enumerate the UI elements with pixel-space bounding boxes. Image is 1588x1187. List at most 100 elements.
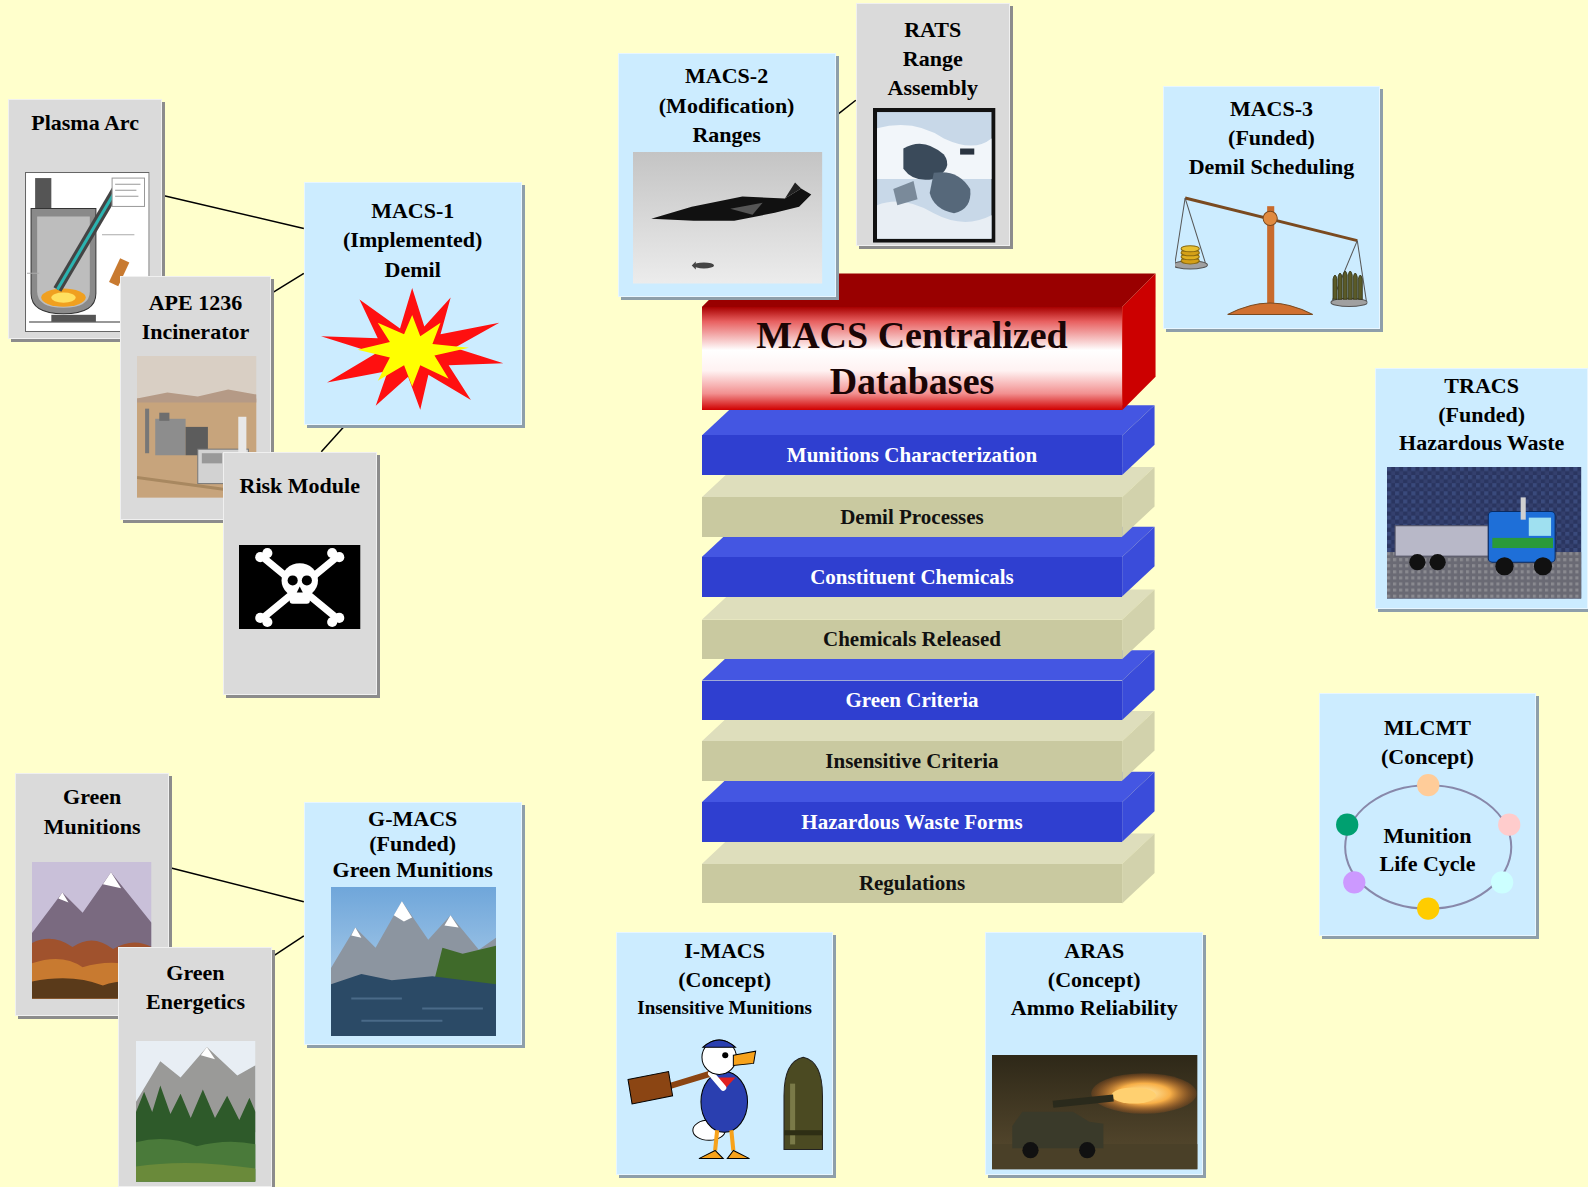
module-box: MACS-2 (Modification) Ranges bbox=[618, 53, 836, 297]
illustration-picture bbox=[331, 887, 496, 1036]
illustration-picture bbox=[136, 1041, 256, 1182]
band-faces bbox=[702, 527, 1155, 597]
illustration bbox=[1175, 192, 1367, 317]
node-label: Plasma Arc bbox=[9, 108, 161, 137]
node-label: Constituent Chemicals bbox=[806, 565, 1018, 589]
text-line: Hazardous Waste bbox=[1380, 429, 1583, 457]
node-label: ARAS (Concept) Ammo Reliability bbox=[986, 937, 1202, 1022]
illustration-picture bbox=[321, 288, 503, 410]
illustration-picture bbox=[633, 152, 822, 284]
node-label: Green Munitions bbox=[16, 782, 168, 841]
node-label: I-MACS (Concept) Insensitive Munitions bbox=[617, 937, 833, 1022]
illustration-picture bbox=[628, 1040, 822, 1158]
text-line: Databases bbox=[756, 359, 1067, 405]
text-line: MLCMT bbox=[1324, 713, 1532, 742]
text-line: Hazardous Waste Forms bbox=[801, 810, 1022, 834]
illustration bbox=[136, 1041, 256, 1182]
band-faces bbox=[702, 772, 1155, 842]
text-line: Ranges bbox=[623, 120, 831, 149]
illustration-picture bbox=[1173, 198, 1367, 314]
text-line: (Funded) bbox=[1380, 401, 1583, 429]
node-label: APE 1236 Incinerator bbox=[121, 288, 271, 347]
text-line: MACS Centralized bbox=[756, 313, 1067, 359]
band-faces bbox=[702, 711, 1155, 781]
node-label: Hazardous Waste Forms bbox=[797, 810, 1026, 834]
text-line: Green bbox=[123, 958, 267, 987]
node-label: Green Energetics bbox=[119, 958, 271, 1017]
module-box: I-MACS (Concept) Insensitive Munitions bbox=[616, 932, 834, 1175]
band-faces bbox=[702, 589, 1155, 659]
database-header: MACS Centralized Databases bbox=[702, 307, 1122, 410]
node-sublabel: Munition Life Cycle bbox=[1320, 822, 1536, 879]
subsystem-box: RATS Range Assembly bbox=[856, 3, 1010, 246]
text-line: Insensitive Munitions bbox=[621, 994, 829, 1022]
node-label: Insensitive Criteria bbox=[821, 749, 1002, 773]
node-label: RATS Range Assembly bbox=[857, 15, 1009, 103]
database-band: Green Criteria bbox=[702, 681, 1122, 721]
text-line: MACS-3 bbox=[1168, 94, 1376, 123]
band-faces bbox=[702, 834, 1155, 904]
module-box: TRACS (Funded) Hazardous Waste bbox=[1375, 368, 1588, 609]
illustration bbox=[239, 545, 361, 629]
node-label: MACS-2 (Modification) Ranges bbox=[619, 61, 835, 149]
band-faces bbox=[702, 650, 1155, 720]
node-label: Chemicals Released bbox=[819, 627, 1005, 651]
illustration bbox=[633, 152, 822, 284]
node-label: MACS-3 (Funded) Demil Scheduling bbox=[1164, 94, 1380, 182]
text-line: RATS bbox=[861, 15, 1005, 44]
text-line: Regulations bbox=[859, 871, 965, 895]
text-line: Green Criteria bbox=[845, 688, 978, 712]
node-label: MACS-1 (Implemented) Demil bbox=[305, 196, 521, 284]
text-line: Constituent Chemicals bbox=[810, 565, 1014, 589]
text-line: (Funded) bbox=[309, 831, 517, 857]
text-line: ARAS bbox=[990, 937, 1198, 965]
node-label: G-MACS (Funded) Green Munitions bbox=[305, 806, 521, 883]
connector-line bbox=[836, 100, 856, 116]
text-line: Green bbox=[20, 782, 164, 811]
text-line: Demil Scheduling bbox=[1168, 152, 1376, 181]
connector-line bbox=[169, 868, 304, 902]
text-line: MACS-1 bbox=[309, 196, 517, 225]
text-line: Risk Module bbox=[228, 471, 372, 500]
node-label: TRACS (Funded) Hazardous Waste bbox=[1376, 372, 1587, 457]
text-line: I-MACS bbox=[621, 937, 829, 965]
text-line: Ammo Reliability bbox=[990, 994, 1198, 1022]
band-faces bbox=[702, 467, 1155, 537]
database-band: Munitions Characterization bbox=[702, 435, 1122, 475]
text-line: Munitions bbox=[20, 812, 164, 841]
subsystem-box: Risk Module bbox=[223, 452, 377, 695]
text-line: Green Munitions bbox=[309, 857, 517, 883]
illustration-picture bbox=[992, 1055, 1198, 1169]
text-line: Incinerator bbox=[125, 317, 267, 346]
text-line: TRACS bbox=[1380, 372, 1583, 400]
database-band: Constituent Chemicals bbox=[702, 557, 1122, 597]
text-line: Insensitive Criteria bbox=[825, 749, 998, 773]
text-line: Munitions Characterization bbox=[787, 443, 1037, 467]
node-label: Regulations bbox=[855, 871, 969, 895]
text-line: Life Cycle bbox=[1324, 850, 1532, 878]
database-band: Chemicals Released bbox=[702, 620, 1122, 660]
module-box: G-MACS (Funded) Green Munitions bbox=[304, 802, 522, 1045]
database-band: Demil Processes bbox=[702, 497, 1122, 537]
illustration-picture bbox=[873, 108, 996, 243]
connector-line bbox=[271, 273, 303, 293]
text-line: (Implemented) bbox=[309, 225, 517, 254]
text-line: Demil Processes bbox=[840, 505, 984, 529]
illustration-picture bbox=[1387, 467, 1581, 599]
illustration bbox=[1387, 467, 1581, 599]
text-line: (Concept) bbox=[990, 966, 1198, 994]
text-line: Plasma Arc bbox=[13, 108, 157, 137]
illustration bbox=[331, 887, 496, 1036]
database-band: Hazardous Waste Forms bbox=[702, 802, 1122, 842]
band-faces bbox=[702, 405, 1155, 475]
illustration bbox=[626, 1033, 829, 1170]
text-line: APE 1236 bbox=[125, 288, 267, 317]
text-line: MACS-2 bbox=[623, 61, 831, 90]
text-line: Demil bbox=[309, 255, 517, 284]
module-box: MACS-3 (Funded) Demil Scheduling bbox=[1163, 86, 1381, 329]
text-line: (Funded) bbox=[1168, 123, 1376, 152]
module-box: ARAS (Concept) Ammo Reliability bbox=[985, 932, 1203, 1175]
text-line: (Concept) bbox=[621, 966, 829, 994]
